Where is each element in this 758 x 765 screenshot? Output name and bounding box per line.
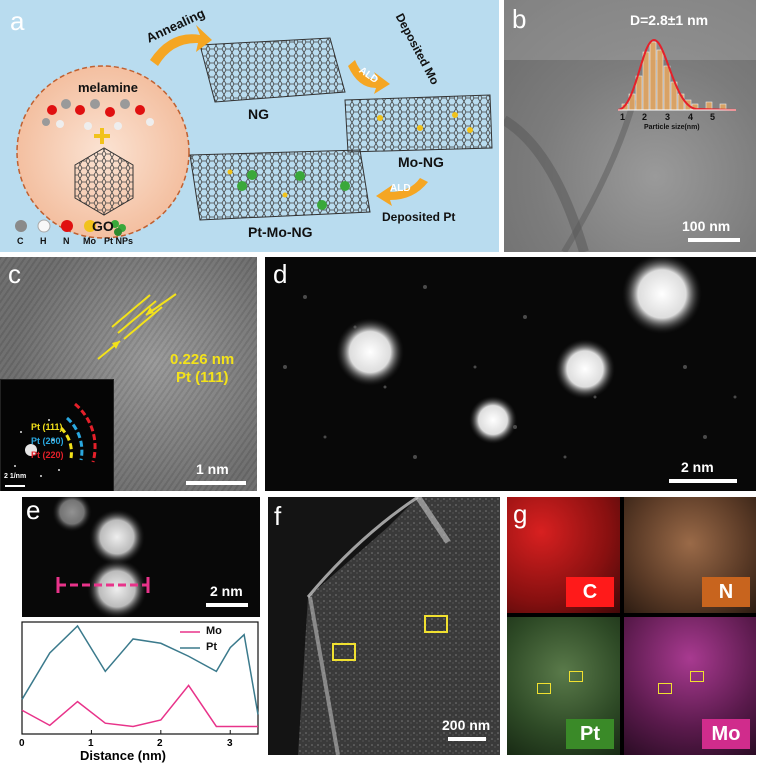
x-tick-1: 1: [88, 738, 94, 749]
haadf-particles: [283, 257, 737, 459]
panel-e-scalebar: [206, 603, 248, 607]
panel-d: d 2 nm: [265, 257, 756, 491]
panel-e-image: [52, 497, 150, 617]
melamine-label: melamine: [78, 80, 138, 95]
panel-d-label: d: [273, 259, 288, 289]
map-c-label: C: [566, 577, 614, 607]
legend-c: C: [17, 236, 24, 246]
panel-e: e 2 nm: [22, 497, 260, 617]
panel-a-label: a: [10, 6, 25, 36]
mo-ng-label: Mo-NG: [398, 154, 444, 170]
saed-inset: Pt (111) Pt (200) Pt (220) 2 1/nm: [0, 379, 114, 491]
map-mo-label: Mo: [702, 719, 750, 749]
series-line-pt: [21, 624, 259, 715]
legend-pt-text: Pt: [206, 641, 217, 653]
panel-e-label: e: [26, 497, 41, 525]
map-n-label: N: [702, 577, 750, 607]
legend-mo-text: Mo: [206, 625, 222, 637]
panel-g: C N Pt Mo g: [507, 497, 756, 755]
saed-ring-111: Pt (111): [31, 422, 63, 432]
particle-size-label: D=2.8±1 nm: [630, 12, 709, 28]
hist-tick-1: 1: [620, 112, 626, 122]
map-mo: Mo: [624, 617, 756, 755]
pt-mo-ng-label: Pt-Mo-NG: [248, 224, 313, 240]
map-c: C: [507, 497, 620, 613]
roi-box-1: [332, 643, 356, 661]
panel-g-label: g: [513, 499, 528, 529]
panel-b-label: b: [512, 4, 527, 34]
d-spacing-label: 0.226 nm: [170, 351, 235, 368]
tem-texture: [504, 0, 756, 252]
roi-box-2: [424, 615, 448, 633]
melamine-molecule: [42, 99, 154, 130]
line-profile-chart: Mo Pt 0 1 2 3 Distance (nm): [0, 620, 262, 765]
hist-tick-2: 2: [642, 112, 648, 122]
saed-ring-220: Pt (220): [31, 450, 64, 460]
panel-a: a: [0, 0, 499, 252]
panel-c-scalebar-label: 1 nm: [196, 461, 229, 477]
saed-ring-200: Pt (200): [31, 436, 64, 446]
line-profile-svg: [21, 621, 259, 735]
go-label: GO: [92, 218, 114, 234]
panel-b: b D=2.8±1 nm 1 2 3 4 5 Particle size(nm)…: [504, 0, 756, 252]
panel-f: f 200 nm: [268, 497, 500, 755]
hist-xlabel: Particle size(nm): [644, 124, 700, 131]
map-pt: Pt: [507, 617, 620, 755]
hist-tick-3: 3: [665, 112, 671, 122]
panel-e-scalebar-label: 2 nm: [210, 583, 243, 599]
x-tick-3: 3: [227, 738, 233, 749]
x-axis-label: Distance (nm): [80, 748, 166, 763]
legend-n: N: [63, 236, 70, 246]
size-histogram: [617, 38, 737, 111]
panel-f-scalebar: [448, 737, 486, 741]
plot-frame: [21, 621, 259, 735]
map-pt-label: Pt: [566, 719, 614, 749]
x-tick-0: 0: [19, 738, 25, 749]
saed-scalebar-label: 2 1/nm: [4, 473, 27, 480]
ng-label: NG: [248, 106, 269, 122]
plane-label: Pt (111): [176, 369, 229, 386]
legend-mo: Mo: [83, 236, 96, 246]
lattice-markers: [97, 293, 177, 360]
series-line-mo: [21, 684, 258, 728]
panel-b-scalebar: [688, 238, 740, 242]
panel-a-schematic: [15, 25, 493, 239]
panel-f-scalebar-label: 200 nm: [442, 717, 491, 733]
panel-f-image: [298, 497, 500, 755]
hist-tick-4: 4: [688, 112, 694, 122]
deposited-pt-label: Deposited Pt: [382, 210, 456, 224]
legend-h: H: [40, 236, 47, 246]
hist-tick-5: 5: [710, 112, 716, 122]
ald-label-2: ALD: [390, 183, 411, 194]
panel-c: c 0.226 nm Pt (111) Pt (111) Pt (200) Pt…: [0, 257, 257, 491]
panel-c-scalebar: [186, 481, 246, 485]
panel-f-label: f: [274, 501, 282, 531]
panel-d-scalebar: [669, 479, 737, 483]
panel-b-scalebar-label: 100 nm: [682, 218, 731, 234]
legend-pt-nps: Pt NPs: [104, 236, 134, 246]
map-n: N: [624, 497, 756, 613]
panel-c-label: c: [8, 259, 21, 289]
panel-d-scalebar-label: 2 nm: [681, 459, 714, 475]
x-tick-2: 2: [157, 738, 163, 749]
